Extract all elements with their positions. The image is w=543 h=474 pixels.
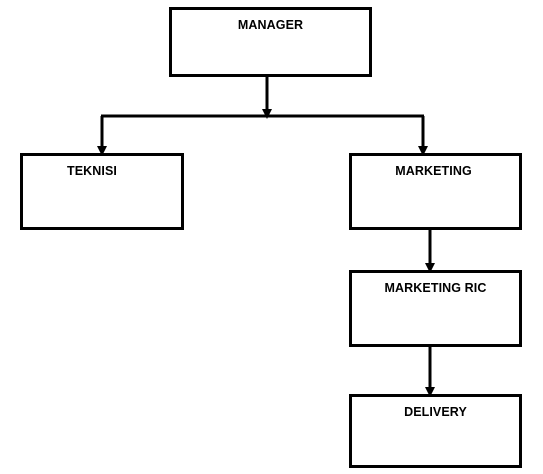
node-delivery: DELIVERY <box>349 394 522 468</box>
node-manager-label: MANAGER <box>237 18 304 32</box>
node-marketing-ric-label: MARKETING RIC <box>384 281 487 295</box>
node-teknisi: TEKNISI <box>20 153 184 230</box>
node-manager: MANAGER <box>169 7 372 77</box>
node-teknisi-label: TEKNISI <box>66 164 117 178</box>
node-marketing-ric: MARKETING RIC <box>349 270 522 347</box>
node-marketing-label: MARKETING <box>395 164 472 178</box>
node-delivery-label: DELIVERY <box>404 405 467 419</box>
node-marketing: MARKETING <box>349 153 522 230</box>
